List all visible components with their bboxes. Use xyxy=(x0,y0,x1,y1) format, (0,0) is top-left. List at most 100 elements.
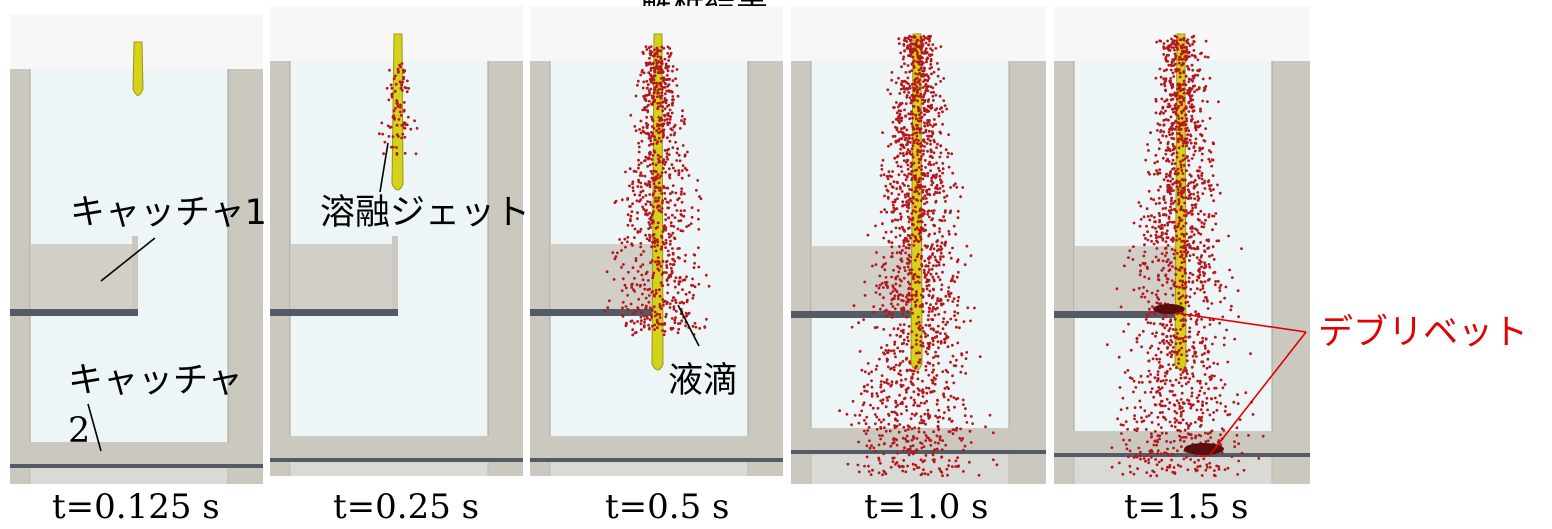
droplet xyxy=(1159,379,1163,383)
droplet xyxy=(923,84,927,88)
droplet xyxy=(1207,213,1211,216)
droplet xyxy=(671,299,674,302)
droplet xyxy=(1198,273,1202,277)
droplet xyxy=(1178,128,1181,131)
droplet xyxy=(1190,103,1194,106)
droplet xyxy=(937,247,941,251)
droplet xyxy=(916,252,920,256)
droplet xyxy=(1182,99,1186,102)
droplet xyxy=(1207,179,1211,183)
droplet xyxy=(648,153,652,157)
droplet xyxy=(923,273,927,277)
droplet xyxy=(670,163,674,167)
droplet xyxy=(386,124,390,128)
droplet xyxy=(907,199,910,202)
catcher1-lip xyxy=(392,236,398,309)
droplet xyxy=(665,260,668,264)
droplet xyxy=(1160,269,1164,272)
droplet xyxy=(1192,153,1196,157)
droplet xyxy=(1155,239,1158,243)
droplet xyxy=(857,470,861,474)
droplet xyxy=(663,163,667,166)
droplet xyxy=(697,246,700,250)
droplet xyxy=(645,132,648,135)
droplet xyxy=(927,215,931,219)
droplet xyxy=(937,346,940,350)
droplet xyxy=(406,115,410,119)
droplet xyxy=(1235,426,1239,430)
droplet xyxy=(923,121,926,125)
droplet xyxy=(1186,250,1190,254)
droplet xyxy=(640,311,643,315)
droplet xyxy=(629,214,633,218)
droplet xyxy=(924,434,928,437)
droplet xyxy=(671,231,675,235)
droplet xyxy=(1173,317,1177,321)
droplet xyxy=(1170,86,1174,90)
droplet xyxy=(1105,343,1109,346)
droplet xyxy=(1167,209,1171,213)
droplet xyxy=(934,47,938,50)
droplet xyxy=(649,313,653,317)
droplet xyxy=(1174,273,1178,276)
droplet xyxy=(896,275,899,278)
droplet xyxy=(638,230,642,233)
droplet xyxy=(941,162,945,165)
droplet xyxy=(673,123,677,127)
droplet xyxy=(641,108,645,112)
droplet xyxy=(911,216,915,220)
droplet xyxy=(910,297,914,301)
droplet xyxy=(920,263,923,266)
droplet xyxy=(909,42,913,45)
droplet xyxy=(1187,147,1191,151)
droplet xyxy=(1169,211,1172,215)
droplet xyxy=(654,314,657,318)
droplet xyxy=(668,176,672,180)
droplet xyxy=(1166,146,1170,149)
droplet xyxy=(639,242,643,245)
droplet xyxy=(1184,339,1187,343)
catcher2-tray xyxy=(791,428,1046,450)
droplet xyxy=(1208,413,1212,417)
droplet xyxy=(647,180,651,184)
droplet xyxy=(919,95,923,98)
droplet xyxy=(696,209,700,212)
droplet xyxy=(1170,196,1173,200)
droplet xyxy=(674,301,678,304)
droplet xyxy=(927,373,931,377)
droplet xyxy=(890,312,894,316)
droplet xyxy=(1221,315,1225,319)
droplet xyxy=(905,434,909,438)
droplet xyxy=(387,98,391,102)
droplet xyxy=(933,336,937,339)
droplet xyxy=(912,59,916,63)
droplet xyxy=(897,42,901,45)
droplet xyxy=(664,62,668,66)
droplet xyxy=(1190,114,1194,118)
droplet xyxy=(648,306,652,310)
droplet xyxy=(1208,187,1212,191)
droplet xyxy=(1198,258,1201,262)
droplet xyxy=(1172,167,1176,170)
droplet xyxy=(1180,169,1184,172)
droplet xyxy=(898,137,902,141)
droplet xyxy=(1181,319,1185,322)
droplet xyxy=(902,338,906,342)
droplet xyxy=(648,211,651,215)
droplet xyxy=(659,322,663,326)
droplet xyxy=(931,43,935,46)
droplet xyxy=(904,115,907,118)
droplet xyxy=(1197,275,1200,279)
droplet xyxy=(631,186,635,190)
droplet xyxy=(656,105,660,109)
droplet xyxy=(942,215,945,219)
droplet xyxy=(935,173,938,176)
droplet xyxy=(1144,237,1147,240)
droplet xyxy=(935,447,939,451)
droplet xyxy=(1150,421,1154,424)
droplet xyxy=(662,333,666,337)
droplet xyxy=(919,415,923,418)
droplet xyxy=(929,34,932,38)
droplet xyxy=(883,208,886,212)
droplet xyxy=(685,300,689,304)
